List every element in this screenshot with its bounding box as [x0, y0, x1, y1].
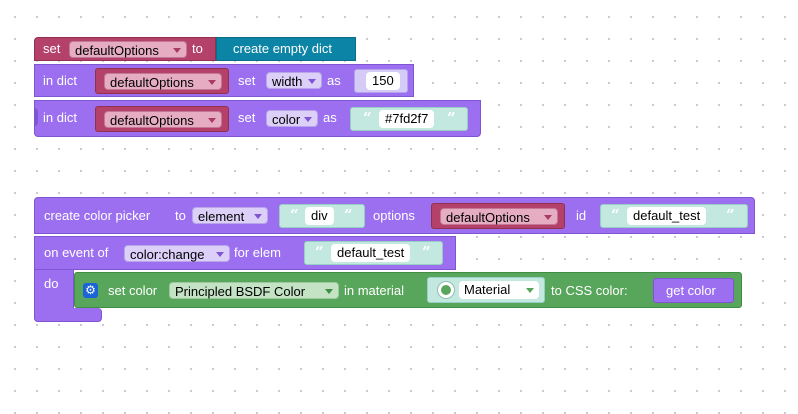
element-string-block[interactable]: “ div ”	[279, 204, 365, 228]
material-block[interactable]: Material	[427, 277, 545, 303]
id-string-block[interactable]: “ default_test ”	[600, 204, 748, 228]
event-dropdown[interactable]: color:change	[124, 245, 230, 262]
id-input[interactable]: default_test	[627, 207, 707, 225]
key-dropdown-color[interactable]: color	[266, 110, 318, 127]
bsdf-dropdown[interactable]: Principled BSDF Color	[169, 282, 339, 299]
material-icon	[437, 281, 455, 299]
dict-set-color-block[interactable]: in dict defaultOptions set color as “ #7…	[34, 100, 481, 137]
element-input[interactable]: div	[305, 207, 334, 225]
dict-variable-block[interactable]: defaultOptions	[95, 106, 229, 132]
quote-open-icon: “	[611, 206, 620, 224]
create-empty-dict-block[interactable]: create empty dict	[216, 37, 356, 61]
set-keyword: set	[238, 110, 256, 125]
as-keyword: as	[327, 73, 341, 88]
do-statement-footer	[34, 308, 102, 322]
dict-variable-dropdown[interactable]: defaultOptions	[104, 73, 222, 90]
set-color-block[interactable]: ⚙ set color Principled BSDF Color in mat…	[74, 272, 742, 308]
dict-variable-dropdown[interactable]: defaultOptions	[104, 111, 222, 128]
set-color-label: set color	[108, 283, 158, 298]
get-color-label: get color	[666, 283, 716, 298]
elem-string-block[interactable]: “ default_test ”	[304, 241, 443, 265]
quote-close-icon: ”	[726, 206, 735, 224]
get-color-block[interactable]: get color	[653, 278, 734, 303]
quote-open-icon: “	[315, 243, 324, 261]
dict-set-width-block[interactable]: in dict defaultOptions set width as 150	[34, 64, 414, 97]
gear-icon[interactable]: ⚙	[83, 283, 98, 298]
create-color-picker-block[interactable]: create color picker to element “ div ” o…	[34, 197, 755, 234]
to-keyword: to	[192, 41, 203, 56]
material-dropdown[interactable]: Material	[459, 281, 539, 299]
create-picker-label: create color picker	[44, 208, 151, 223]
key-dropdown-width[interactable]: width	[266, 72, 322, 89]
id-keyword: id	[576, 208, 587, 223]
quote-open-icon: “	[363, 109, 372, 127]
on-event-label: on event of	[44, 245, 109, 260]
string-input-color[interactable]: #7fd2f7	[379, 110, 435, 128]
on-event-block[interactable]: on event of color:change for elem “ defa…	[34, 236, 456, 270]
number-input[interactable]: 150	[366, 72, 400, 90]
in-material-label: in material	[344, 283, 404, 298]
options-keyword: options	[373, 208, 415, 223]
set-variable-block[interactable]: set defaultOptions to	[34, 37, 216, 61]
string-value-block[interactable]: “ #7fd2f7 ”	[350, 107, 468, 131]
do-keyword: do	[44, 276, 59, 291]
variable-dropdown[interactable]: defaultOptions	[69, 41, 187, 58]
as-keyword: as	[323, 110, 337, 125]
dict-variable-block[interactable]: defaultOptions	[95, 68, 229, 94]
element-dropdown[interactable]: element	[192, 207, 268, 224]
elem-input[interactable]: default_test	[331, 244, 411, 262]
block-connector-notch	[34, 108, 38, 126]
quote-close-icon: ”	[447, 109, 456, 127]
set-keyword: set	[238, 73, 256, 88]
for-elem-label: for elem	[234, 245, 281, 260]
options-variable-block[interactable]: defaultOptions	[431, 203, 565, 229]
in-dict-keyword: in dict	[43, 110, 77, 125]
to-keyword: to	[175, 208, 186, 223]
set-keyword: set	[43, 41, 61, 56]
quote-close-icon: ”	[344, 206, 353, 224]
options-variable-dropdown[interactable]: defaultOptions	[440, 208, 558, 225]
quote-open-icon: “	[290, 206, 299, 224]
quote-close-icon: ”	[422, 243, 431, 261]
to-css-color-label: to CSS color:	[551, 283, 628, 298]
number-value-block[interactable]: 150	[354, 69, 408, 93]
create-dict-label: create empty dict	[233, 41, 332, 56]
in-dict-keyword: in dict	[43, 73, 77, 88]
